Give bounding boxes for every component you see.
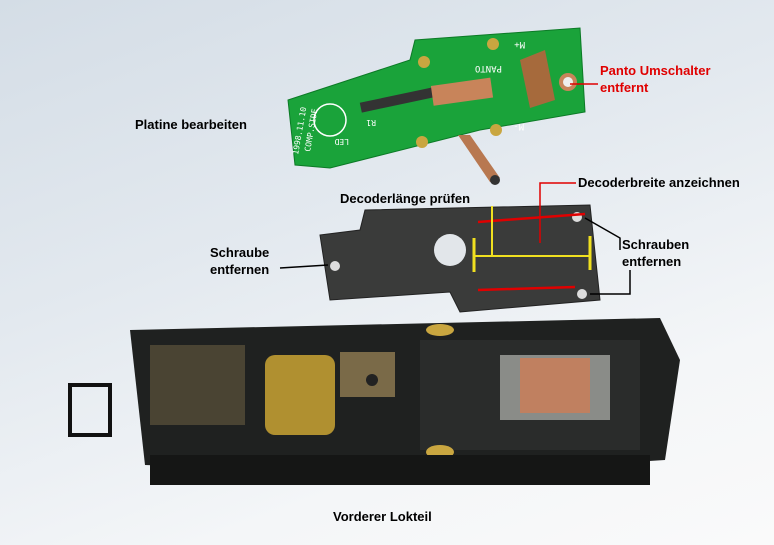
label-schrauben: Schrauben entfernen: [622, 236, 689, 270]
label-decoder-laenge: Decoderlänge prüfen: [340, 191, 471, 206]
label-line: entfernen: [622, 254, 682, 269]
pcb-led: LED: [334, 137, 349, 146]
decoder-width-line-bottom: [477, 285, 576, 292]
screws-leader-top: [584, 217, 621, 250]
label-line: Panto Umschalter: [600, 63, 711, 78]
pcb-board: 1998.11.10 COMP.SIDE PANTO M+ M- LED R1: [287, 27, 586, 185]
label-line: Schraube: [210, 245, 270, 260]
motor-plate: [319, 204, 601, 313]
label-lokteil: Vorderer Lokteil: [333, 509, 432, 524]
label-line: Schrauben: [622, 237, 690, 252]
label-line: entfernen: [210, 262, 270, 277]
width-leader: [539, 182, 576, 243]
screws-leader-bottom: [590, 270, 631, 295]
pcb-m-minus: M-: [513, 121, 524, 131]
label-platine: Platine bearbeiten: [135, 117, 247, 132]
pcb-r1: R1: [366, 118, 376, 127]
label-panto-umschalter: Panto Umschalter entfernt: [600, 62, 711, 96]
decoder-width-line-top: [477, 212, 586, 224]
locomotive-chassis: [68, 318, 680, 485]
pcb-panto: PANTO: [475, 63, 502, 73]
label-schraube: Schraube entfernen: [210, 244, 269, 278]
label-decoder-breite: Decoderbreite anzeichnen: [578, 175, 740, 190]
screw-leader: [279, 264, 329, 269]
label-line: entfernt: [600, 80, 649, 95]
pcb-m-plus: M+: [514, 39, 525, 49]
